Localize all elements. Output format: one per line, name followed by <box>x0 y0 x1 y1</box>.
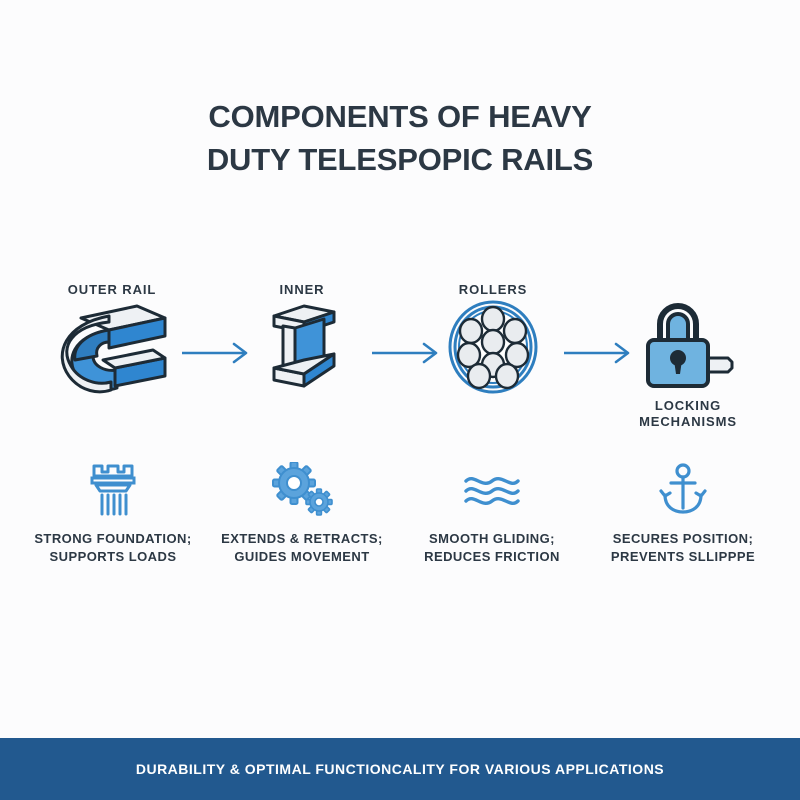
footer-text: DURABILITY & OPTIMAL FUNCTIONCALITY FOR … <box>135 761 665 777</box>
step-inner-rail-label: INNER <box>279 282 325 297</box>
anchor-icon <box>588 458 778 522</box>
step-rollers-label: ROLLERS <box>458 282 528 297</box>
benefit-smooth-gliding: SMOOTH GLIDING; REDUCES FRICTION <box>397 458 587 566</box>
benefit-smooth-gliding-text: SMOOTH GLIDING; REDUCES FRICTION <box>397 530 587 566</box>
benefit-strong-foundation-text: STRONG FOUNDATION; SUPPORTS LOADS <box>18 530 208 566</box>
step-locking-mechanisms-label-line-1: LOCKING <box>654 398 722 413</box>
benefit-extends-retracts-text: EXTENDS & RETRACTS; GUIDES MOVEMENT <box>207 530 397 566</box>
step-inner-rail: INNER <box>227 282 377 394</box>
footer-banner: DURABILITY & OPTIMAL FUNCTIONCALITY FOR … <box>0 738 800 800</box>
benefit-text-line-2: REDUCES FRICTION <box>424 549 560 565</box>
benefit-text-line-2: SUPPORTS LOADS <box>49 549 177 565</box>
i-beam-rail-icon <box>227 298 377 394</box>
c-channel-rail-icon <box>37 298 187 394</box>
benefit-text-line-1: SMOOTH GLIDING; <box>429 531 555 546</box>
benefit-text-line-1: EXTENDS & RETRACTS; <box>221 531 383 546</box>
benefit-strong-foundation: STRONG FOUNDATION; SUPPORTS LOADS <box>18 458 208 566</box>
benefit-secures-position-text: SECURES POSITION; PREVENTS SLLIPPPE <box>588 530 778 566</box>
benefit-text-line-2: GUIDES MOVEMENT <box>234 549 370 565</box>
component-flow: OUTER RAIL <box>0 282 800 442</box>
waves-icon <box>397 458 587 522</box>
gears-icon <box>207 458 397 522</box>
step-outer-rail-label: OUTER RAIL <box>67 282 157 297</box>
step-locking-mechanisms-label: LOCKING MECHANISMS <box>613 398 763 431</box>
arrow-right-icon-1 <box>180 342 256 364</box>
page-title-line-2: DUTY TELESPOPIC RAILS <box>206 141 594 177</box>
column-pillar-icon <box>18 458 208 522</box>
benefit-text-line-1: STRONG FOUNDATION; <box>34 531 192 546</box>
arrow-right-icon-3 <box>562 342 638 364</box>
padlock-key-icon <box>613 298 763 394</box>
page-title: COMPONENTS OF HEAVY DUTY TELESPOPIC RAIL… <box>0 96 800 182</box>
step-outer-rail: OUTER RAIL <box>37 282 187 394</box>
step-rollers: ROLLERS <box>418 282 568 394</box>
benefit-secures-position: SECURES POSITION; PREVENTS SLLIPPPE <box>588 458 778 566</box>
benefit-text-line-2: PREVENTS SLLIPPPE <box>610 549 756 565</box>
step-locking-mechanisms-label-line-2: MECHANISMS <box>639 414 737 430</box>
page-title-line-1: COMPONENTS OF HEAVY <box>208 99 592 134</box>
benefit-text-line-1: SECURES POSITION; <box>612 531 754 546</box>
ball-bearing-rollers-icon <box>418 298 568 394</box>
benefit-extends-retracts: EXTENDS & RETRACTS; GUIDES MOVEMENT <box>207 458 397 566</box>
step-locking-mechanisms: LOCKING MECHANISMS <box>613 298 763 431</box>
arrow-right-icon-2 <box>370 342 446 364</box>
